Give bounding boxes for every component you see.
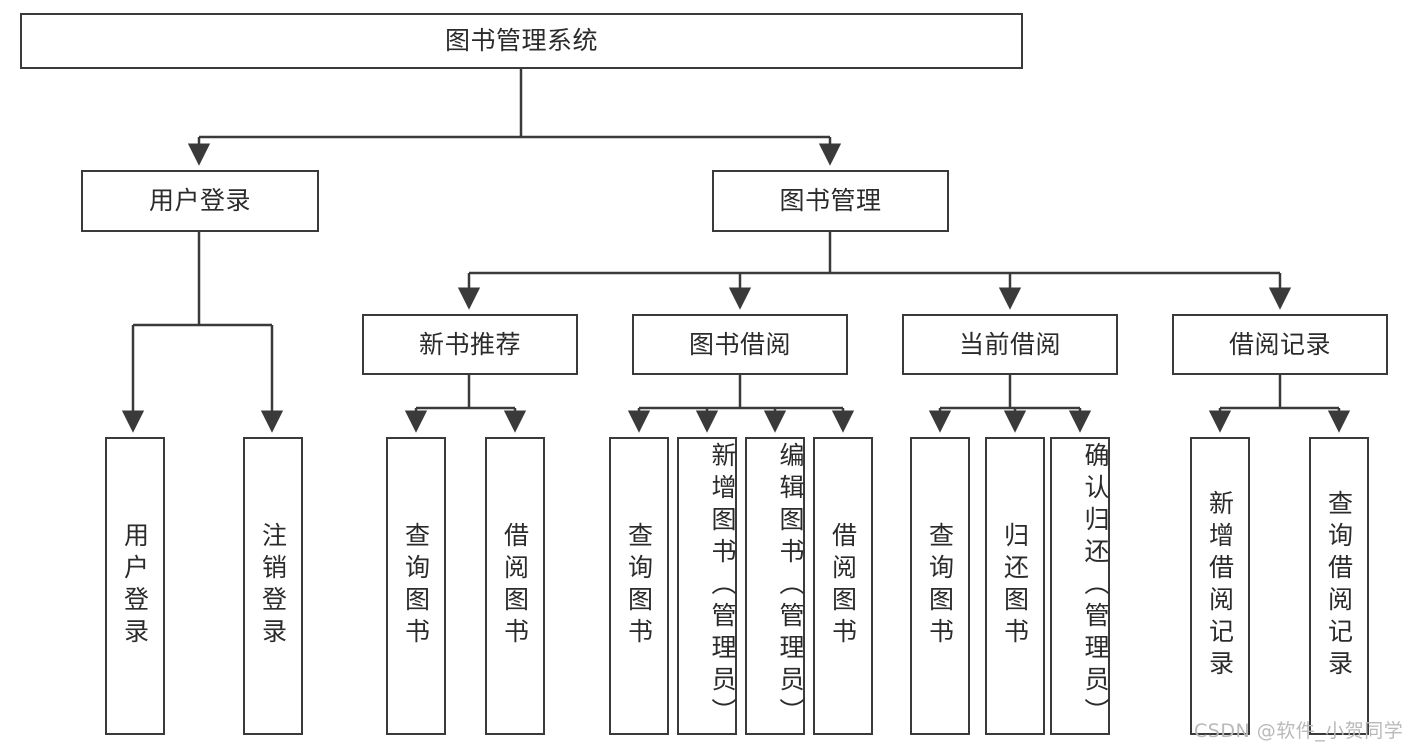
node-borrow-record[interactable]: 借阅记录 [1172, 314, 1388, 375]
node-label: 新书推荐 [418, 329, 521, 359]
node-leaf-logout-login[interactable]: 注销登录 [243, 437, 303, 735]
node-label: 图书管理系统 [444, 26, 598, 56]
node-leaf-add-book-admin[interactable]: 新增图书（管理员） [677, 437, 737, 735]
node-label: 图书借阅 [688, 329, 791, 359]
node-current-borrow[interactable]: 当前借阅 [902, 314, 1118, 375]
node-leaf-return-book[interactable]: 归还图书 [985, 437, 1045, 735]
node-book-borrow[interactable]: 图书借阅 [632, 314, 848, 375]
node-label: 借阅记录 [1228, 329, 1331, 359]
node-leaf-add-borrow-record[interactable]: 新增借阅记录 [1190, 437, 1250, 735]
node-book-management-system[interactable]: 图书管理系统 [20, 13, 1023, 69]
node-leaf-edit-book-admin[interactable]: 编辑图书（管理员） [745, 437, 805, 735]
node-label: 图书管理 [779, 186, 882, 216]
node-leaf-user-login[interactable]: 用户登录 [105, 437, 165, 735]
node-leaf-query-book-2[interactable]: 查询图书 [609, 437, 669, 735]
node-leaf-query-book-1[interactable]: 查询图书 [386, 437, 446, 735]
node-leaf-confirm-return-admin[interactable]: 确认归还（管理员） [1050, 437, 1110, 735]
node-user-login[interactable]: 用户登录 [81, 170, 319, 232]
node-book-manage[interactable]: 图书管理 [712, 170, 949, 232]
node-label: 当前借阅 [958, 329, 1061, 359]
node-new-book-recommend[interactable]: 新书推荐 [362, 314, 578, 375]
node-leaf-borrow-book-2[interactable]: 借阅图书 [813, 437, 873, 735]
node-leaf-query-book-3[interactable]: 查询图书 [910, 437, 970, 735]
node-leaf-borrow-book-1[interactable]: 借阅图书 [485, 437, 545, 735]
node-leaf-query-borrow-record[interactable]: 查询借阅记录 [1309, 437, 1369, 735]
csdn-watermark: CSDN @软件_小贺同学 [1194, 720, 1404, 742]
node-label: 用户登录 [148, 186, 251, 216]
